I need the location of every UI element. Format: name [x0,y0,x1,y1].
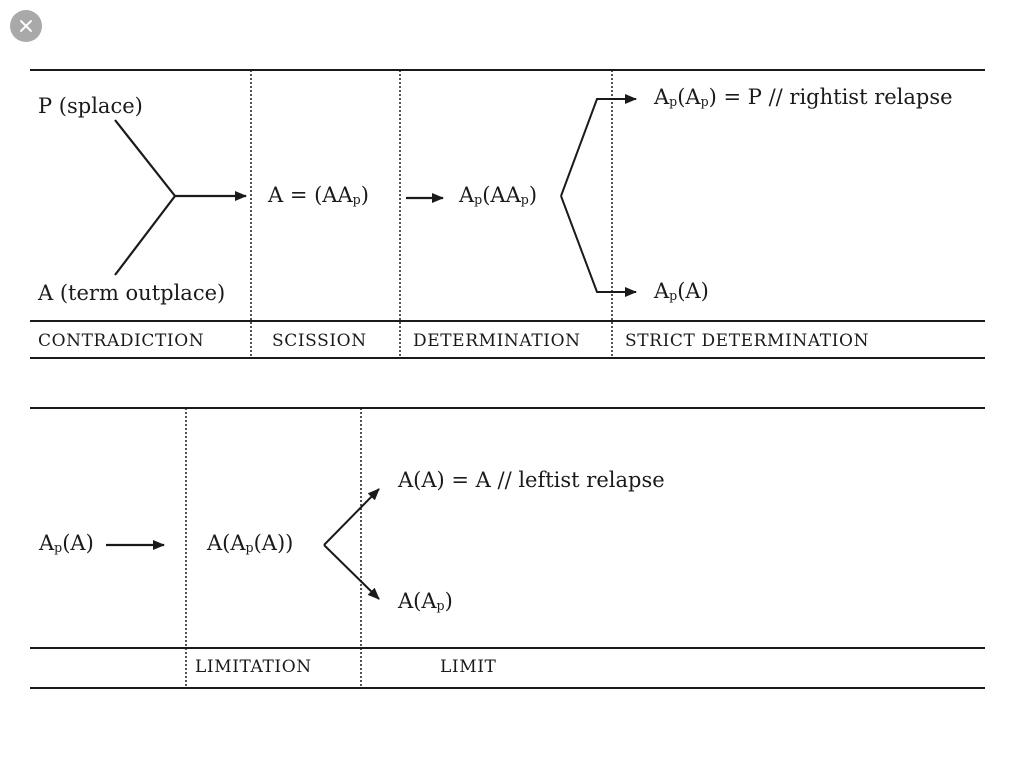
strict-bottom-formula: Ap(A) [654,279,709,303]
limit-fork-down-line [323,544,380,600]
limit-bottom-formula: A(Ap) [398,589,453,613]
a-term-outplace-label: A (term outplace) [38,281,226,305]
leftist-relapse-formula: A(A) = A // leftist relapse [398,468,665,492]
rightist-relapse-formula: Ap(Ap) = P // rightist relapse [654,85,953,109]
branch-upper-line [114,119,176,197]
branch-lower-line [114,195,176,276]
label-strict-determination: STRICT DETERMINATION [625,331,870,351]
fork-up-line [560,94,637,197]
limit-fork-up-line [323,488,380,546]
label-determination: DETERMINATION [413,331,581,351]
fork-down-line [560,195,637,297]
label-limit: LIMIT [440,657,497,677]
p-splace-label: P (splace) [38,94,143,118]
determination-formula: Ap(AAp) [459,183,538,207]
label-scission: SCISSION [272,331,367,351]
label-contradiction: CONTRADICTION [38,331,205,351]
close-button[interactable] [10,10,42,42]
limitation-formula: A(Ap(A)) [207,531,294,555]
scission-formula: A = (AAp) [268,183,369,207]
label-limitation: LIMITATION [195,657,312,677]
start-formula: Ap(A) [39,531,94,555]
